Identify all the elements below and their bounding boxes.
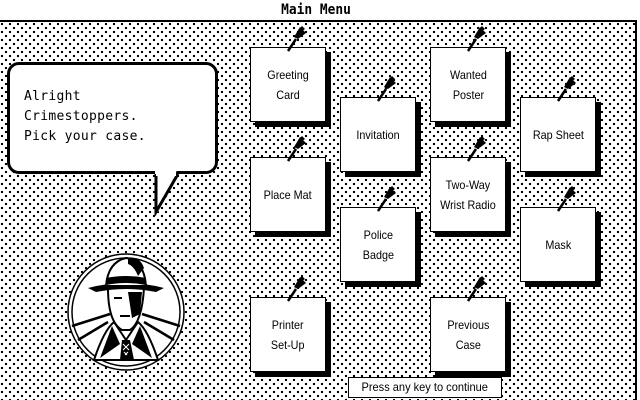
menu-card-previous-case[interactable]: Previous Case [430, 297, 506, 372]
menu-card-label: Mask [545, 237, 571, 252]
speech-bubble: Alright Crimestoppers. Pick your case. [7, 62, 218, 174]
menu-card-place-mat[interactable]: Place Mat [250, 157, 326, 232]
speech-bubble-text: Alright Crimestoppers. Pick your case. [24, 89, 146, 144]
menu-card-two-way-wrist-radio[interactable]: Two-Way Wrist Radio [430, 157, 506, 232]
menu-card-greeting-card[interactable]: Greeting Card [250, 47, 326, 122]
menu-card-label: Wanted Poster [449, 67, 487, 102]
menu-card-label: Invitation [356, 127, 400, 142]
menu-card-label: Greeting Card [267, 67, 309, 102]
menu-card-label: Previous Case [446, 317, 490, 352]
menu-card-invitation[interactable]: Invitation [340, 97, 416, 172]
menu-card-printer-set-up[interactable]: Printer Set-Up [250, 297, 326, 372]
menu-card-label: Police Badge [362, 227, 394, 262]
detective-portrait-icon [67, 253, 185, 371]
speech-bubble-tail [154, 168, 180, 216]
press-any-key-text: Press any key to continue [361, 380, 489, 394]
menu-card-label: Printer Set-Up [271, 317, 305, 352]
press-any-key-prompt[interactable]: Press any key to continue [348, 377, 502, 398]
menu-card-mask[interactable]: Mask [520, 207, 596, 282]
menu-card-police-badge[interactable]: Police Badge [340, 207, 416, 282]
menu-card-label: Rap Sheet [532, 127, 584, 142]
menu-card-label: Place Mat [263, 187, 313, 202]
screen-title: Main Menu [281, 2, 351, 18]
menu-card-rap-sheet[interactable]: Rap Sheet [520, 97, 596, 172]
menu-card-wanted-poster[interactable]: Wanted Poster [430, 47, 506, 122]
menu-card-label: Two-Way Wrist Radio [440, 177, 496, 212]
